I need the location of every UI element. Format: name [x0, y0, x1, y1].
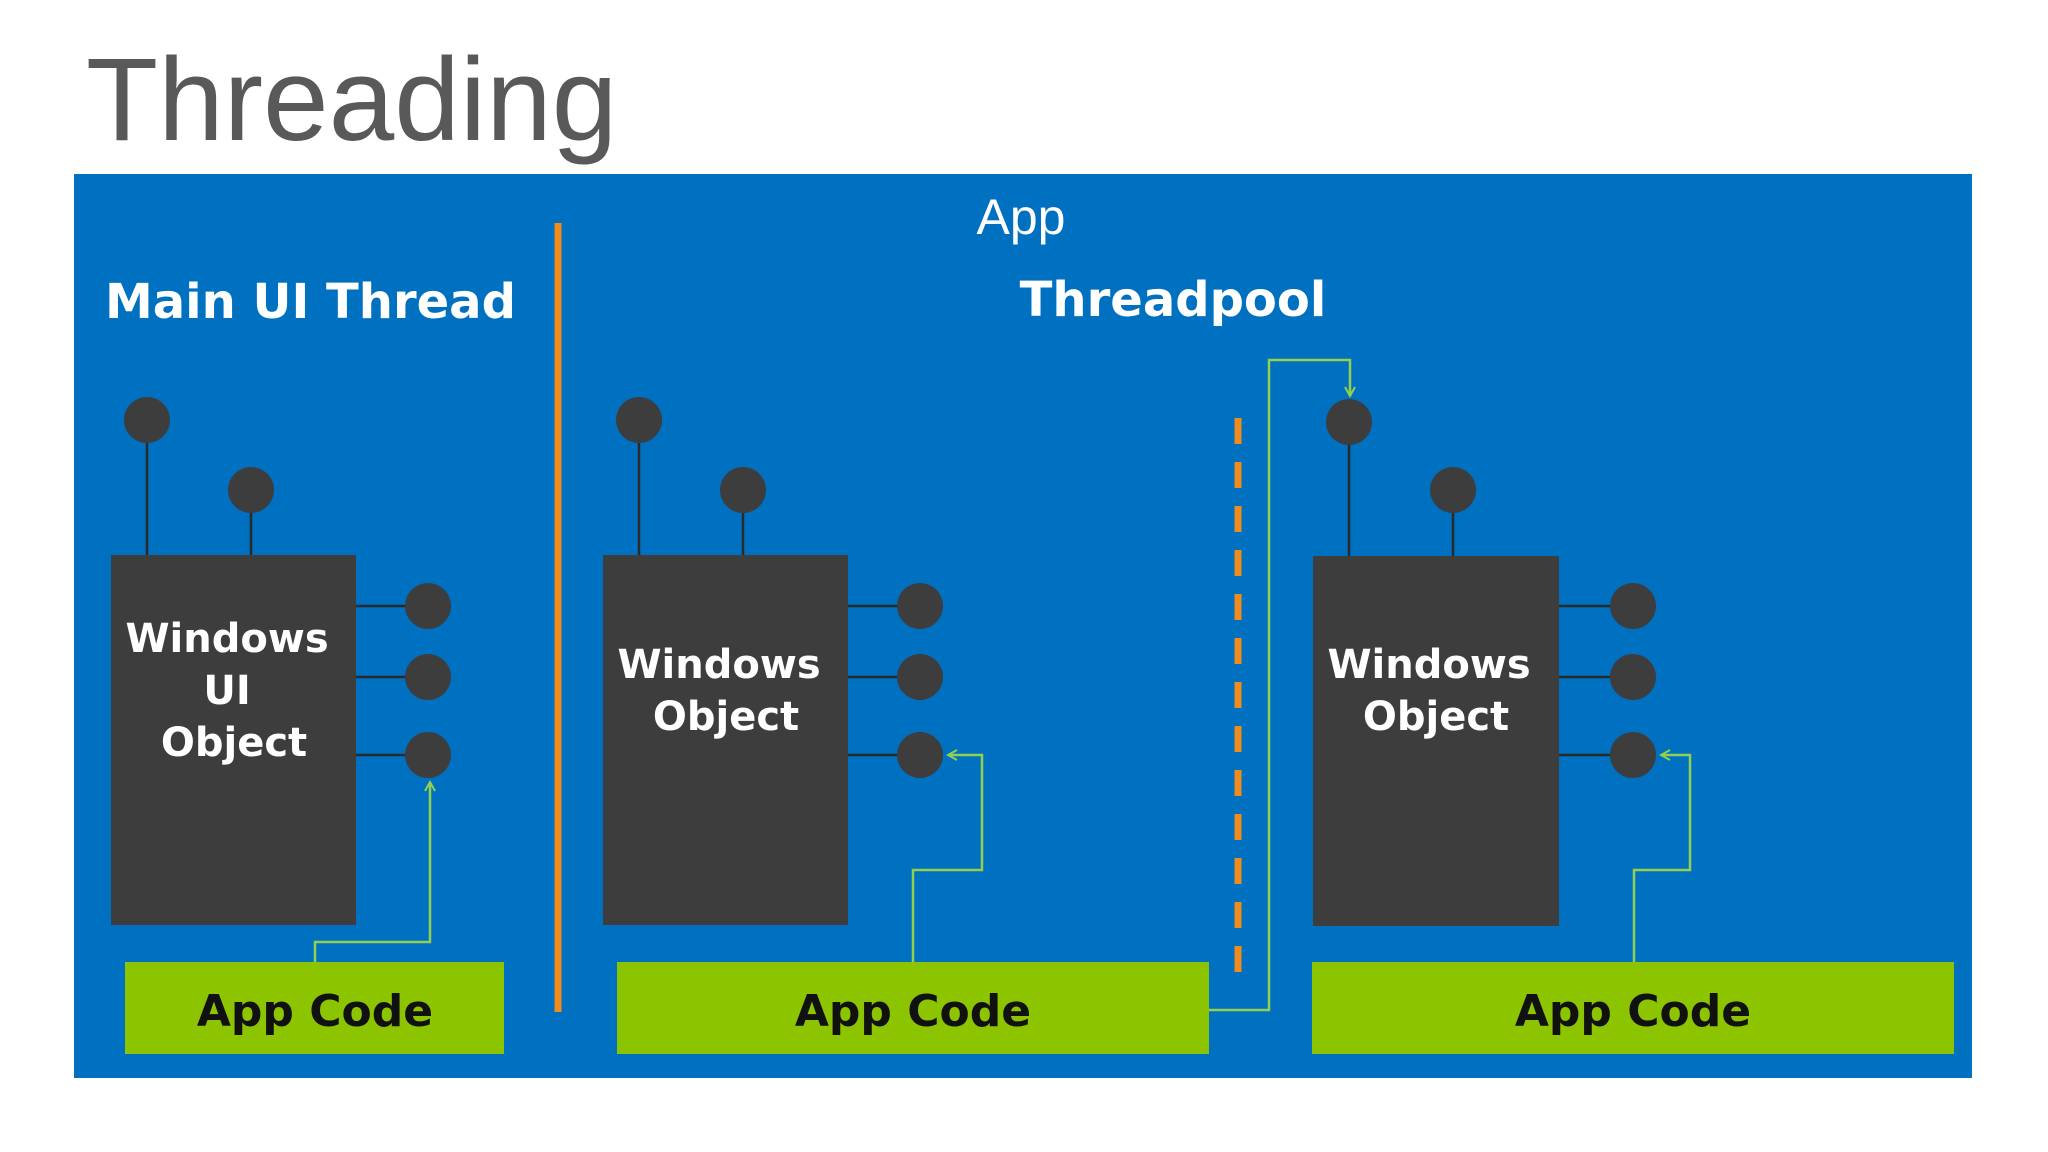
- windows-object-label: Windows Object: [617, 642, 834, 740]
- page-title: Threading: [86, 34, 617, 166]
- object-label-line: Windows: [617, 642, 820, 688]
- call-arrow: [1632, 755, 1692, 962]
- object-label-line: Object: [161, 720, 307, 766]
- app-code-box: [125, 962, 504, 1054]
- interface-port-top: [1326, 399, 1372, 445]
- call-arrow: [911, 755, 984, 962]
- windows-object-group: Windows Object App Code: [1312, 399, 1954, 1054]
- windows-ui-object-group: Windows UI Object App Code: [111, 397, 504, 1054]
- app-container-panel: [74, 174, 1972, 1078]
- app-code-box: [617, 962, 1209, 1054]
- section-heading-main-ui-thread: Main UI Thread: [105, 274, 516, 330]
- section-heading-threadpool: Threadpool: [1020, 272, 1327, 328]
- interface-port-side: [405, 583, 451, 629]
- interface-port-side: [1610, 583, 1656, 629]
- interface-port-side: [897, 654, 943, 700]
- interface-port-top: [720, 467, 766, 513]
- app-code-label: App Code: [1515, 986, 1751, 1037]
- interface-port-side: [1610, 732, 1656, 778]
- interface-port-top: [1430, 467, 1476, 513]
- windows-object-label: Windows Object: [1327, 642, 1544, 740]
- windows-object-group: Windows Object App Code: [603, 397, 1209, 1054]
- cross-thread-call-arrow: [1209, 358, 1350, 1012]
- object-label-line: Object: [1363, 694, 1509, 740]
- windows-ui-object-label: Windows UI Object: [125, 616, 342, 766]
- object-label-line: UI: [203, 668, 250, 714]
- interface-port-top: [228, 467, 274, 513]
- app-code-label: App Code: [795, 986, 1031, 1037]
- interface-port-side: [897, 583, 943, 629]
- app-container-label: App: [977, 189, 1066, 245]
- object-label-line: Windows: [1327, 642, 1530, 688]
- object-label-line: Windows: [125, 616, 328, 662]
- windows-ui-object-box: [111, 555, 356, 925]
- windows-object-box: [603, 555, 848, 925]
- call-arrow: [313, 782, 430, 962]
- interface-port-side: [405, 732, 451, 778]
- interface-port-top: [616, 397, 662, 443]
- windows-object-box: [1313, 556, 1559, 926]
- app-code-box: [1312, 962, 1954, 1054]
- object-label-line: Object: [653, 694, 799, 740]
- app-code-label: App Code: [197, 986, 433, 1037]
- interface-port-side: [1610, 654, 1656, 700]
- interface-port-top: [124, 397, 170, 443]
- interface-port-side: [897, 732, 943, 778]
- interface-port-side: [405, 654, 451, 700]
